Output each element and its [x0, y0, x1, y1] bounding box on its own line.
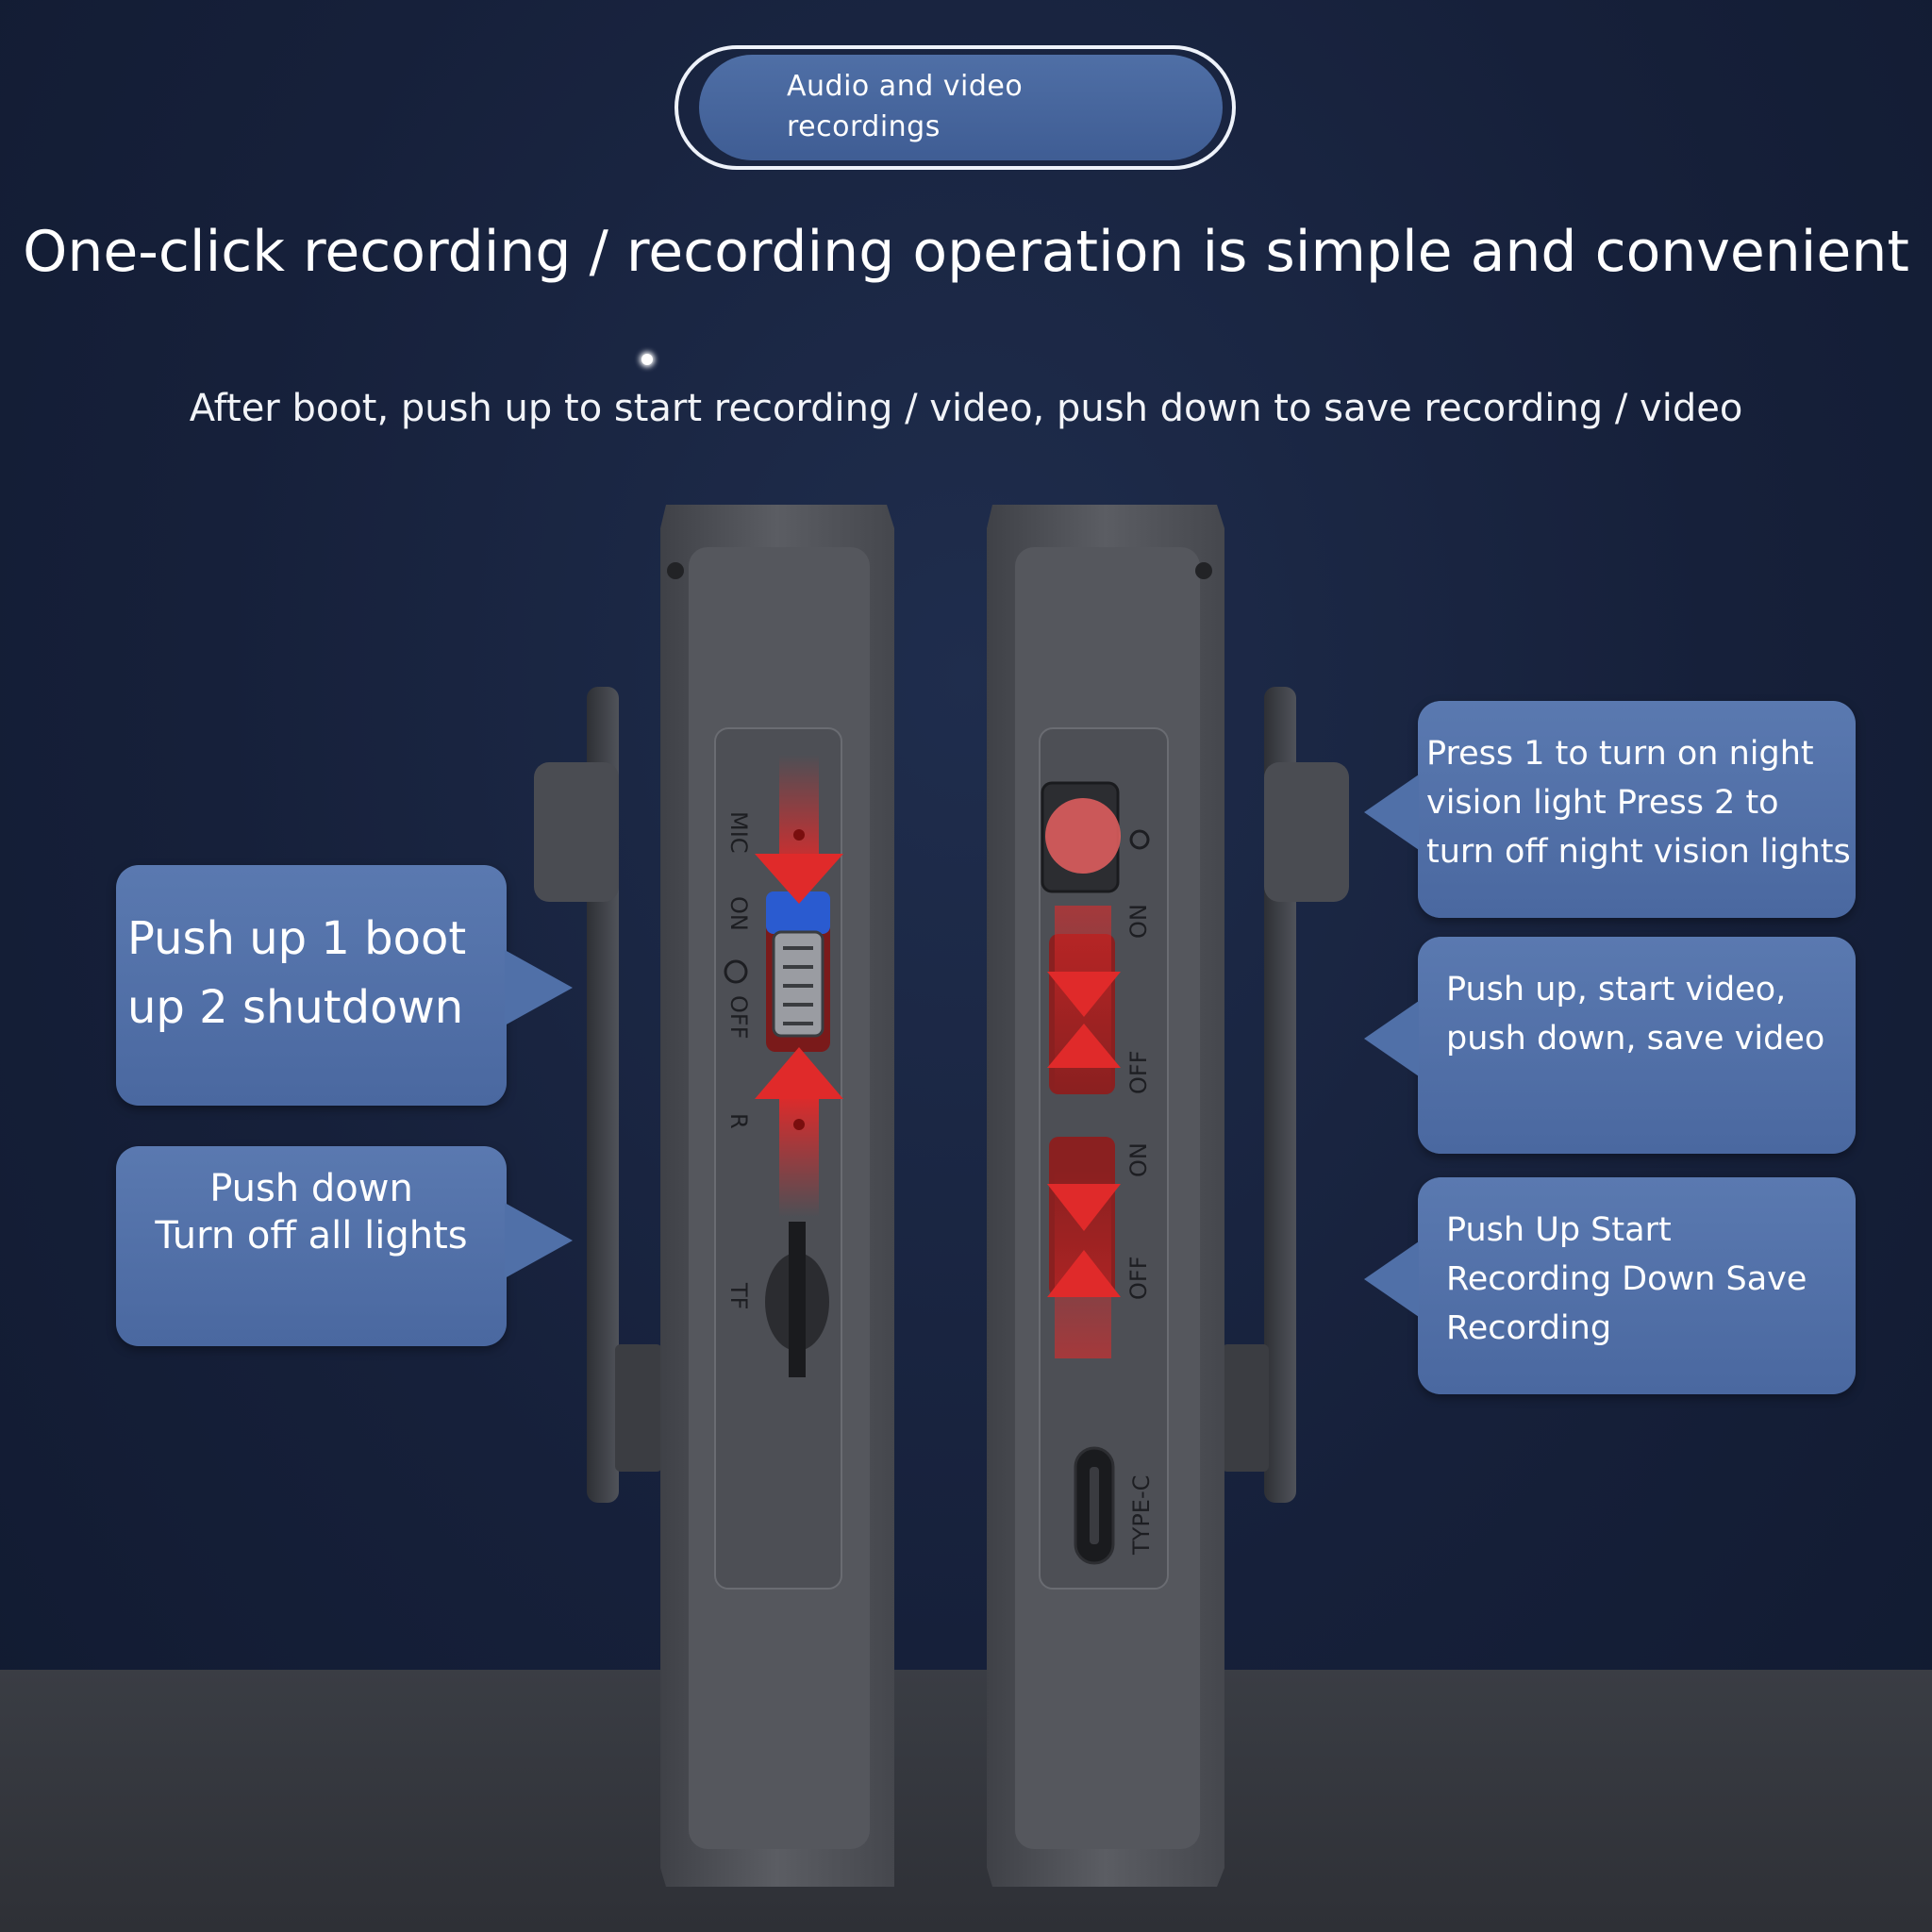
callout-line: push down, save video — [1446, 1020, 1825, 1058]
callout-video-text: Push up, start video, push down, save vi… — [1446, 965, 1824, 1063]
arrow-down-head — [755, 854, 843, 904]
device-right: ON OFF ON OFF TYPE-C — [987, 505, 1349, 1887]
arrow-up-trail — [779, 1094, 819, 1217]
callout-line: turn off night vision lights — [1426, 833, 1851, 871]
callout-line: Turn off all lights — [155, 1214, 468, 1257]
arrow-dot — [793, 1119, 805, 1130]
label-on: ON — [725, 896, 752, 931]
video-arrow-up — [1047, 1024, 1121, 1068]
device-left-clip-grip — [615, 1344, 662, 1472]
label-off-bottom: OFF — [1125, 1257, 1152, 1301]
power-icon — [724, 959, 748, 984]
callout-line: Push up 1 boot — [127, 912, 467, 965]
floor-surface — [0, 1670, 1932, 1932]
label-off-top: OFF — [1125, 1051, 1152, 1095]
arrow-up-head — [755, 1047, 843, 1099]
callout-line: Push up, start video, — [1446, 971, 1787, 1008]
device-left-hole — [667, 562, 684, 579]
tf-card-edge — [789, 1222, 806, 1377]
label-mic: MIC — [725, 811, 752, 854]
callout-line: Push down — [209, 1167, 413, 1210]
video-arrow-down — [1047, 972, 1121, 1017]
type-c-port-inner — [1090, 1467, 1099, 1544]
callout-line: Recording — [1446, 1309, 1612, 1347]
label-off: OFF — [725, 995, 752, 1040]
callout-line: vision light Press 2 to — [1426, 784, 1779, 822]
callout-night-vision: Press 1 to turn on night vision light Pr… — [1364, 701, 1856, 918]
arrow-dot — [793, 829, 805, 841]
device-left-clip-knob — [534, 762, 619, 902]
callout-line: Press 1 to turn on night — [1426, 735, 1814, 773]
callout-recording: Push Up Start Recording Down Save Record… — [1364, 1177, 1856, 1394]
callout-line: up 2 shutdown — [127, 981, 464, 1034]
device-left: MIC ON OFF R TF — [534, 505, 894, 1887]
audio-arrow-down — [1047, 1184, 1121, 1231]
header-badge-line1: Audio and video — [787, 70, 1024, 103]
callout-power-switch: Push up 1 boot up 2 shutdown — [116, 865, 573, 1106]
header-badge-line2: recordings — [787, 110, 941, 143]
label-typec: TYPE-C — [1128, 1475, 1155, 1556]
callout-video: Push up, start video, push down, save vi… — [1364, 937, 1856, 1154]
header-badge-fill — [699, 55, 1223, 160]
callout-recording-text: Push Up Start Recording Down Save Record… — [1446, 1206, 1807, 1353]
sparkle-dot — [641, 354, 653, 365]
callout-tail — [505, 950, 573, 1025]
callout-lights-off: Push down Turn off all lights — [116, 1146, 573, 1346]
callout-tail — [1364, 1241, 1419, 1317]
audio-arrow-up — [1047, 1250, 1121, 1297]
power-switch-blue-cap — [766, 891, 830, 934]
label-on-top: ON — [1125, 904, 1152, 939]
camera-icon — [1129, 829, 1150, 850]
callout-lights-off-text: Push down Turn off all lights — [116, 1165, 507, 1259]
callout-line: Recording Down Save — [1446, 1260, 1807, 1298]
label-on-bottom: ON — [1125, 1142, 1152, 1177]
device-right-clip-knob — [1264, 762, 1349, 902]
callout-tail — [1364, 774, 1419, 850]
callout-power-switch-text: Push up 1 boot up 2 shutdown — [127, 905, 466, 1042]
callout-night-vision-text: Press 1 to turn on night vision light Pr… — [1426, 729, 1851, 876]
callout-tail — [505, 1203, 573, 1278]
subtitle: After boot, push up to start recording /… — [189, 387, 1743, 430]
label-tf: TF — [725, 1282, 752, 1309]
callout-tail — [1364, 1001, 1419, 1076]
device-right-clip-grip — [1222, 1344, 1269, 1472]
label-r: R — [725, 1113, 752, 1129]
device-right-hole — [1195, 562, 1212, 579]
callout-line: Push Up Start — [1446, 1211, 1672, 1249]
main-title: One-click recording / recording operatio… — [23, 219, 1909, 285]
header-badge-text: Audio and video recordings — [787, 66, 1108, 147]
night-vision-button-highlight — [1045, 798, 1121, 874]
header-badge: Audio and video recordings — [675, 45, 1236, 170]
